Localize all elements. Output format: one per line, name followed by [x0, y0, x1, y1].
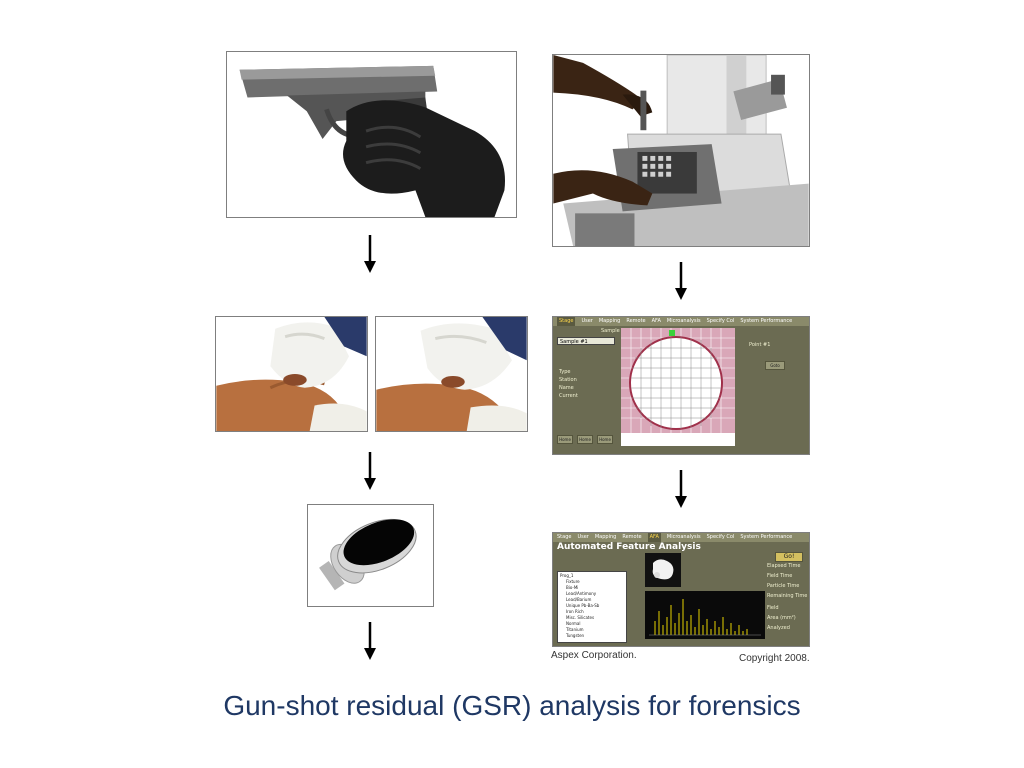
sample-dropdown: Sample #1: [557, 337, 615, 345]
gloved-hand-swabbing-palm-image: [216, 317, 367, 431]
sample-label: Sample: [601, 328, 620, 334]
tree-item: Prog_1: [560, 573, 574, 578]
particle-image: [645, 553, 681, 587]
tree-item: Lead/Antimony: [566, 591, 597, 596]
menu-item-remote: Remote: [626, 318, 646, 324]
stage-menu-bar: Stage User Mapping Remote AFA Microanaly…: [553, 317, 809, 326]
menu-item-system-performance: System Performance: [740, 534, 793, 540]
xray-spectrum: [645, 591, 765, 639]
home-button: Home: [597, 435, 613, 444]
home-button: Home: [557, 435, 573, 444]
tree-item: Iron Rich: [566, 609, 584, 614]
sem-instrument-photo-panel: [552, 54, 810, 247]
menu-item-specify-col: Specify Col: [706, 534, 735, 540]
menu-item-user: User: [577, 534, 589, 540]
slide-caption: Gun-shot residual (GSR) analysis for for…: [223, 690, 801, 721]
tree-item: Lead/Barium: [566, 597, 592, 602]
stage-software-screenshot: Stage User Mapping Remote AFA Microanaly…: [552, 316, 810, 455]
afa-class-tree: Prog_1 Fixture Bio-Mi Lead/Antimony Lead…: [557, 571, 627, 643]
remaining-time-label: Remaining Time: [767, 593, 808, 599]
menu-item-mapping: Mapping: [594, 534, 617, 540]
tree-item: Normal: [566, 621, 581, 626]
sample-value: Sample #1: [560, 339, 588, 345]
menu-item-remote: Remote: [622, 534, 642, 540]
afa-title: Automated Feature Analysis: [557, 542, 701, 552]
field-time-label: Field Time: [767, 573, 793, 579]
gun-with-gloved-hand-image: [227, 52, 516, 217]
down-arrow-icon: [674, 262, 688, 300]
sem-instrument-loading-image: [553, 55, 809, 246]
down-arrow-icon: [363, 452, 377, 490]
down-arrow-icon: [363, 622, 377, 660]
menu-item-microanalysis: Microanalysis: [666, 534, 701, 540]
gun-photo-panel: [226, 51, 517, 218]
area-label: Area (mm²): [767, 615, 796, 621]
field-name: Name: [559, 385, 574, 391]
field-station: Station: [559, 377, 577, 383]
hand-swab-photo-1: [215, 316, 368, 432]
menu-item-afa: AFA: [647, 533, 661, 542]
menu-item-afa: AFA: [651, 318, 661, 324]
gloved-hand-pressing-stub-image: [376, 317, 527, 431]
tree-item: Titanium: [566, 627, 584, 632]
field-label: Field: [767, 605, 779, 611]
credit-copyright: Copyright 2008.: [739, 653, 810, 664]
menu-item-stage: Stage: [557, 317, 576, 326]
hand-swab-photo-2: [375, 316, 528, 432]
sem-stub-panel: [307, 504, 434, 607]
down-arrow-icon: [363, 235, 377, 273]
tree-item: Unique Pb-Ba-Sb: [566, 603, 600, 608]
menu-item-specify-col: Specify Col: [706, 318, 735, 324]
afa-menu-bar: Stage User Mapping Remote AFA Microanaly…: [553, 533, 809, 542]
sem-sample-stub-image: [308, 505, 433, 606]
tree-item: Misc. Silicates: [566, 615, 595, 620]
goto-button: Goto: [765, 361, 785, 370]
stage-grid-map: [621, 328, 735, 446]
menu-item-user: User: [581, 318, 593, 324]
tree-item: Bio-Mi: [566, 585, 579, 590]
menu-item-mapping: Mapping: [598, 318, 621, 324]
menu-item-system-performance: System Performance: [740, 318, 793, 324]
point-label: Point #1: [749, 342, 771, 348]
go-button: Go!: [775, 552, 803, 562]
afa-software-screenshot: Stage User Mapping Remote AFA Microanaly…: [552, 532, 810, 647]
credit-aspex: Aspex Corporation.: [551, 650, 637, 661]
tree-item: Fixture: [566, 579, 580, 584]
field-current: Current: [559, 393, 578, 399]
elapsed-time-label: Elapsed Time: [767, 563, 801, 569]
home-button: Home: [577, 435, 593, 444]
tree-item: Tungsten: [566, 633, 585, 638]
field-type: Type: [559, 369, 571, 375]
down-arrow-icon: [674, 470, 688, 508]
analyzed-label: Analyzed: [767, 625, 790, 631]
menu-item-stage: Stage: [557, 534, 572, 540]
menu-item-microanalysis: Microanalysis: [666, 318, 701, 324]
particle-time-label: Particle Time: [767, 583, 800, 589]
